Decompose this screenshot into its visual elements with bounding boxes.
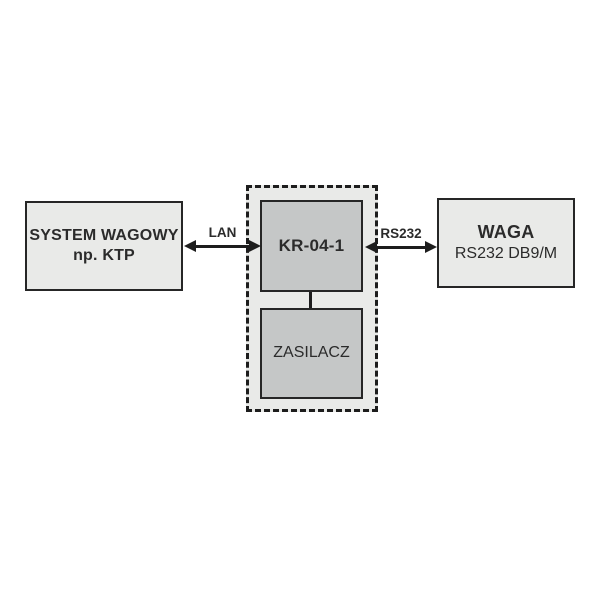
lan-double-arrow bbox=[184, 240, 261, 253]
rs232-arrowhead-left-icon bbox=[365, 241, 377, 253]
node-zasilacz: ZASILACZ bbox=[260, 308, 363, 399]
connector-kr-to-zasilacz bbox=[309, 290, 312, 310]
lan-arrow-shaft bbox=[193, 245, 252, 248]
node-system-wagowy-subtitle: np. KTP bbox=[73, 247, 135, 264]
node-zasilacz-label: ZASILACZ bbox=[273, 344, 350, 362]
lan-arrowhead-right-icon bbox=[249, 240, 261, 252]
node-kr-04-1: KR-04-1 bbox=[260, 200, 363, 292]
node-kr-04-1-label: KR-04-1 bbox=[278, 236, 345, 256]
lan-label: LAN bbox=[208, 225, 237, 240]
rs232-arrowhead-right-icon bbox=[425, 241, 437, 253]
node-waga: WAGA RS232 DB9/M bbox=[437, 198, 575, 288]
node-waga-title: WAGA bbox=[477, 222, 535, 243]
rs232-double-arrow bbox=[365, 241, 437, 254]
node-system-wagowy: SYSTEM WAGOWY np. KTP bbox=[25, 201, 183, 291]
rs232-label: RS232 bbox=[380, 226, 422, 241]
lan-arrowhead-left-icon bbox=[184, 240, 196, 252]
rs232-arrow-shaft bbox=[374, 246, 428, 249]
node-system-wagowy-title: SYSTEM WAGOWY bbox=[29, 226, 179, 244]
node-waga-subtitle: RS232 DB9/M bbox=[454, 245, 558, 263]
